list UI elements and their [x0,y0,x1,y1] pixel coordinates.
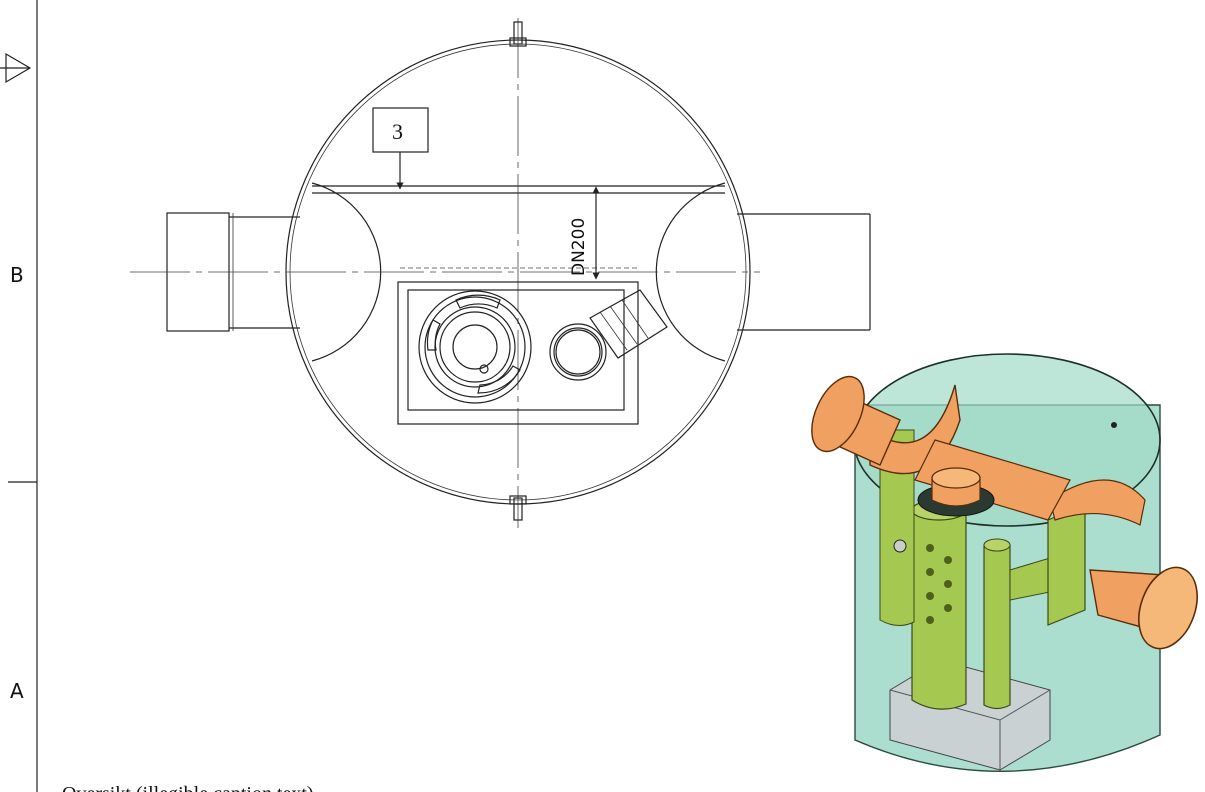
top-pipe-3d [917,467,995,517]
callout-3: 3 [372,107,429,190]
baffle-panel-3d [1047,504,1086,626]
base-plate-outer [397,281,639,425]
lifting-lug-bottom [509,495,527,521]
isometric-render [811,353,1198,772]
outlet-pipe-3d [1089,566,1198,650]
frame-border [0,0,38,792]
svg-text:DN200: DN200 [569,218,589,276]
svg-text:3: 3 [392,119,403,144]
base-plate-inner [407,289,625,411]
zone-label-b: B [10,263,24,287]
inlet-pipe-3d [811,375,901,466]
outlet-pipe-right [737,213,871,331]
dimension-dn200: DN200 [569,186,600,280]
outlet-riser [549,289,668,381]
lifting-lug-top [509,21,527,47]
filter-column [418,290,532,404]
sensor-fitting-icon [893,539,907,553]
projection-triangle-icon [0,52,32,84]
bottom-caption: Oversikt (illegible caption text) [62,783,314,792]
orange-cross-pipe [914,439,1071,521]
zone-label-a: A [10,679,24,703]
top-view: 3 DN200 [130,18,871,528]
